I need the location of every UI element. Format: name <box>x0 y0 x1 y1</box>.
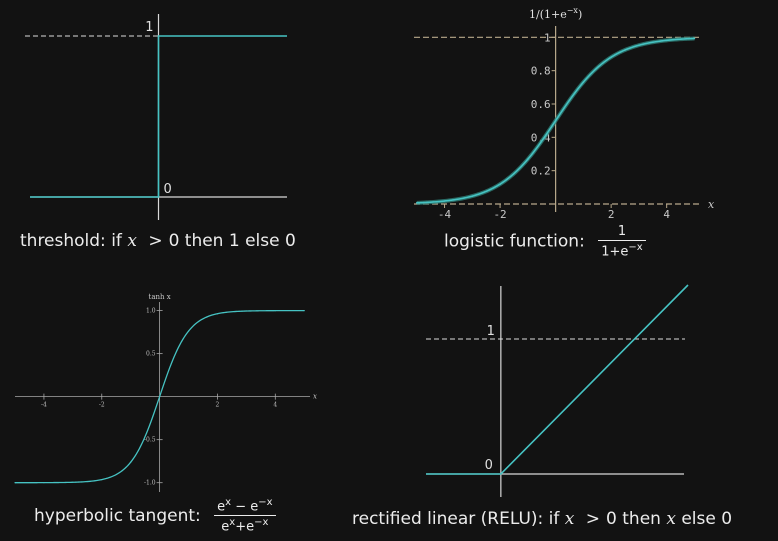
logistic-x-tick-label-3: 4 <box>663 208 670 221</box>
tanh-caption: hyperbolic tangent: ex − e−x ex+e−x <box>34 497 276 535</box>
tanh-title: tanh x <box>149 293 171 301</box>
logistic-title: 1/(1+e−x) <box>529 6 582 21</box>
relu-series-line <box>426 284 689 475</box>
relu-caption-rest2: else 0 <box>675 509 733 529</box>
relu-caption-var2: x <box>666 509 676 529</box>
tanh-num-a-exp: x <box>225 497 232 508</box>
tanh-formula-denominator: ex+e−x <box>214 516 275 534</box>
tanh-point-1 <box>43 482 45 484</box>
tanh-y-tick-label-1: 0.5 <box>146 351 156 358</box>
tanh-x-tick-label-3: 4 <box>273 402 277 409</box>
tanh-num-a: e <box>217 499 226 515</box>
relu-caption-var: x <box>564 509 575 529</box>
logistic-point-0 <box>415 202 418 204</box>
tanh-chart: tanh x x -4 -2 2 4 1.0 0.5 -0.5 -1.0 <box>14 293 317 492</box>
logistic-point-4 <box>527 158 529 160</box>
logistic-formula-den-base: 1+e <box>601 244 629 260</box>
tanh-x-tick-label-0: -4 <box>41 402 47 409</box>
threshold-tick-label-0: 0 <box>164 182 172 197</box>
logistic-formula: 1 1+e−x <box>598 224 646 259</box>
threshold-tick-label-1: 1 <box>145 20 153 35</box>
logistic-caption-text: logistic function: <box>444 231 585 252</box>
tanh-den-b-exp: −x <box>254 517 269 529</box>
logistic-x-axis-label: x <box>708 198 715 211</box>
tanh-y-tick-label-2: -0.5 <box>144 437 156 444</box>
tanh-point-4 <box>130 461 132 463</box>
tanh-den-a: e <box>221 519 230 535</box>
tanh-x-tick-label-1: -2 <box>99 402 105 409</box>
tanh-x-axis-label: x <box>313 393 317 401</box>
tanh-den-op: +e <box>235 519 255 535</box>
threshold-caption-var: x <box>127 231 137 251</box>
tanh-num-b-exp: −x <box>258 497 273 508</box>
tanh-point-0 <box>14 482 16 484</box>
logistic-formula-denominator: 1+e−x <box>598 241 645 259</box>
logistic-formula-den-exp: −x <box>628 242 643 253</box>
logistic-caption: logistic function: 1 1+e−x <box>444 224 646 259</box>
logistic-formula-numerator: 1 <box>598 224 646 241</box>
relu-chart: 1 0 <box>426 284 689 497</box>
logistic-y-tick-label-2: 0.6 <box>531 98 551 111</box>
threshold-caption-rest: 0 then 1 else 0 <box>168 231 296 251</box>
logistic-point-9 <box>665 39 668 42</box>
relu-caption-op: > <box>585 509 601 529</box>
tanh-point-9 <box>274 310 276 312</box>
logistic-point-7 <box>610 56 612 58</box>
tanh-formula: ex − e−x ex+e−x <box>214 497 276 535</box>
tanh-caption-text: hyperbolic tangent: <box>34 505 201 526</box>
logistic-point-5 <box>554 119 557 122</box>
threshold-caption-op: > <box>148 231 163 251</box>
logistic-point-6 <box>582 81 585 83</box>
tanh-point-10 <box>303 310 305 312</box>
tanh-x-tick-label-2: 2 <box>216 402 220 409</box>
tanh-y-tick-label-3: -1.0 <box>144 480 156 487</box>
logistic-point-2 <box>471 195 474 197</box>
tanh-point-3 <box>101 479 103 481</box>
logistic-point-10 <box>693 37 696 40</box>
logistic-y-tick-label-4: 1 <box>544 31 551 44</box>
tanh-den-a-exp: x <box>229 517 236 529</box>
tanh-formula-numerator: ex − e−x <box>214 497 276 517</box>
threshold-chart: 1 0 <box>25 14 287 220</box>
logistic-x-tick-label-2: 2 <box>608 208 615 221</box>
logistic-point-3 <box>499 183 501 185</box>
threshold-caption-text: threshold: if <box>20 231 128 251</box>
logistic-y-tick-label-3: 0.8 <box>531 65 551 78</box>
logistic-y-tick-label-0: 0.2 <box>531 165 551 178</box>
tanh-num-op: − e <box>231 499 259 515</box>
relu-caption-text: rectified linear (RELU): if <box>352 509 565 529</box>
logistic-point-8 <box>638 44 640 46</box>
relu-tick-label-1: 1 <box>487 324 495 339</box>
tanh-y-tick-label-0: 1.0 <box>146 308 156 315</box>
tanh-point-6 <box>187 330 190 332</box>
relu-caption: rectified linear (RELU): if x >0 then x … <box>352 509 732 529</box>
logistic-x-tick-label-0: -4 <box>438 208 452 221</box>
relu-tick-label-0: 0 <box>485 458 493 473</box>
logistic-x-tick-label-1: -2 <box>493 208 506 221</box>
tanh-point-5 <box>159 396 161 398</box>
tanh-point-7 <box>216 313 219 315</box>
tanh-point-2 <box>72 481 74 483</box>
tanh-point-8 <box>245 310 247 312</box>
threshold-caption: threshold: if x >0 then 1 else 0 <box>20 231 296 251</box>
threshold-series-line <box>30 35 287 198</box>
relu-caption-rest: 0 then <box>606 509 667 529</box>
logistic-point-1 <box>443 200 446 202</box>
